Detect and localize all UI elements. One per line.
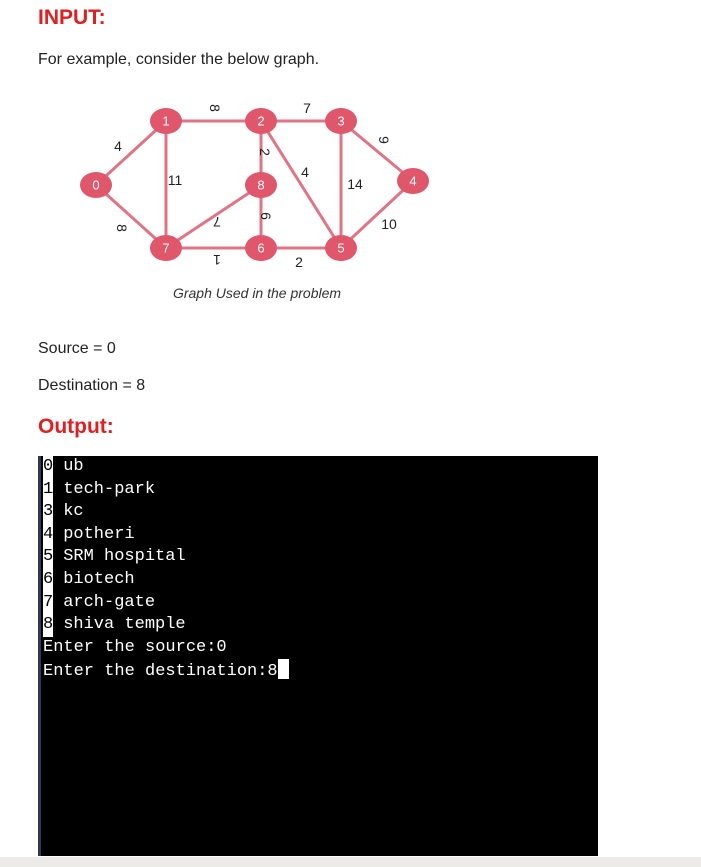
input-heading: INPUT:: [38, 6, 106, 29]
line-number: 0: [43, 456, 53, 479]
edge-weight: 8: [207, 104, 223, 112]
terminal-window: 0 ub 1 tech-park 3 kc 4 potheri 5 SRM ho…: [38, 456, 598, 856]
edge-weight: 9: [376, 136, 392, 144]
graph-node-2: 2: [245, 108, 277, 134]
graph-node-6: 6: [245, 235, 277, 261]
terminal-line: 1 tech-park: [43, 478, 598, 502]
graph-node-8: 8: [245, 172, 277, 198]
svg-text:1: 1: [162, 114, 169, 129]
line-number: 5: [43, 546, 53, 569]
edge-weight: 14: [347, 176, 363, 192]
svg-text:8: 8: [257, 178, 264, 193]
terminal-line: 6 biotech: [43, 568, 598, 592]
line-text: biotech: [53, 569, 135, 589]
line-text: arch-gate: [53, 592, 156, 612]
edge-weight: 10: [381, 216, 397, 232]
edge-weight: 8: [114, 224, 130, 232]
line-text: potheri: [53, 524, 135, 544]
line-text: kc: [53, 502, 84, 522]
svg-text:7: 7: [162, 241, 169, 256]
line-text: shiva temple: [53, 615, 186, 635]
edge-weight: 4: [301, 164, 309, 180]
text-cursor: [277, 659, 289, 680]
edge-weight: 2: [295, 254, 303, 270]
terminal-line: 7 arch-gate: [43, 591, 598, 615]
edge-weight: 4: [114, 138, 122, 154]
graph-node-7: 7: [150, 235, 182, 261]
terminal-line: 4 potheri: [43, 523, 598, 547]
graph-node-3: 3: [325, 108, 357, 134]
line-number: 7: [43, 591, 53, 615]
line-text: SRM hospital: [53, 547, 186, 567]
terminal-line: 3 kc: [43, 501, 598, 524]
prompt-destination: Enter the destination:8: [43, 662, 278, 682]
graph-figure: 0 1 2 3 4 5 6 7 8 4 8 8 11 7 2 4 9 14 10…: [80, 100, 429, 301]
svg-text:3: 3: [337, 114, 344, 129]
edge-weight: 6: [258, 212, 274, 220]
window-bottom-bar: [0, 857, 701, 867]
output-heading: Output:: [38, 415, 114, 438]
graph-node-1: 1: [150, 108, 182, 134]
line-number: 8: [43, 614, 53, 637]
edge-weight: 1: [213, 252, 221, 268]
svg-text:4: 4: [409, 174, 416, 189]
svg-text:6: 6: [257, 241, 264, 256]
line-text: ub: [53, 457, 84, 476]
intro-text: For example, consider the below graph.: [38, 51, 320, 68]
edge-weight: 2: [257, 148, 273, 156]
line-number: 1: [43, 478, 53, 502]
svg-text:5: 5: [337, 241, 344, 256]
graph-node-5: 5: [325, 235, 357, 261]
terminal-line: 0 ub: [43, 456, 598, 479]
terminal-line: 8 shiva temple: [43, 614, 598, 637]
svg-text:0: 0: [92, 178, 99, 193]
graph-caption: Graph Used in the problem: [173, 285, 341, 301]
line-number: 4: [43, 523, 53, 547]
line-number: 6: [43, 568, 53, 592]
edge-weight: 7: [213, 214, 221, 230]
graph-node-4: 4: [397, 168, 429, 194]
graph-node-0: 0: [80, 172, 112, 198]
terminal-line: 5 SRM hospital: [43, 546, 598, 569]
line-number: 3: [43, 501, 53, 524]
destination-text: Destination = 8: [38, 377, 146, 394]
prompt-destination-line[interactable]: Enter the destination:8: [43, 659, 598, 684]
prompt-source: Enter the source:0: [43, 637, 227, 657]
source-text: Source = 0: [38, 340, 116, 357]
svg-text:2: 2: [257, 114, 264, 129]
edge-weight: 11: [168, 172, 183, 188]
line-text: tech-park: [53, 479, 156, 499]
edge-weight: 7: [303, 100, 311, 116]
